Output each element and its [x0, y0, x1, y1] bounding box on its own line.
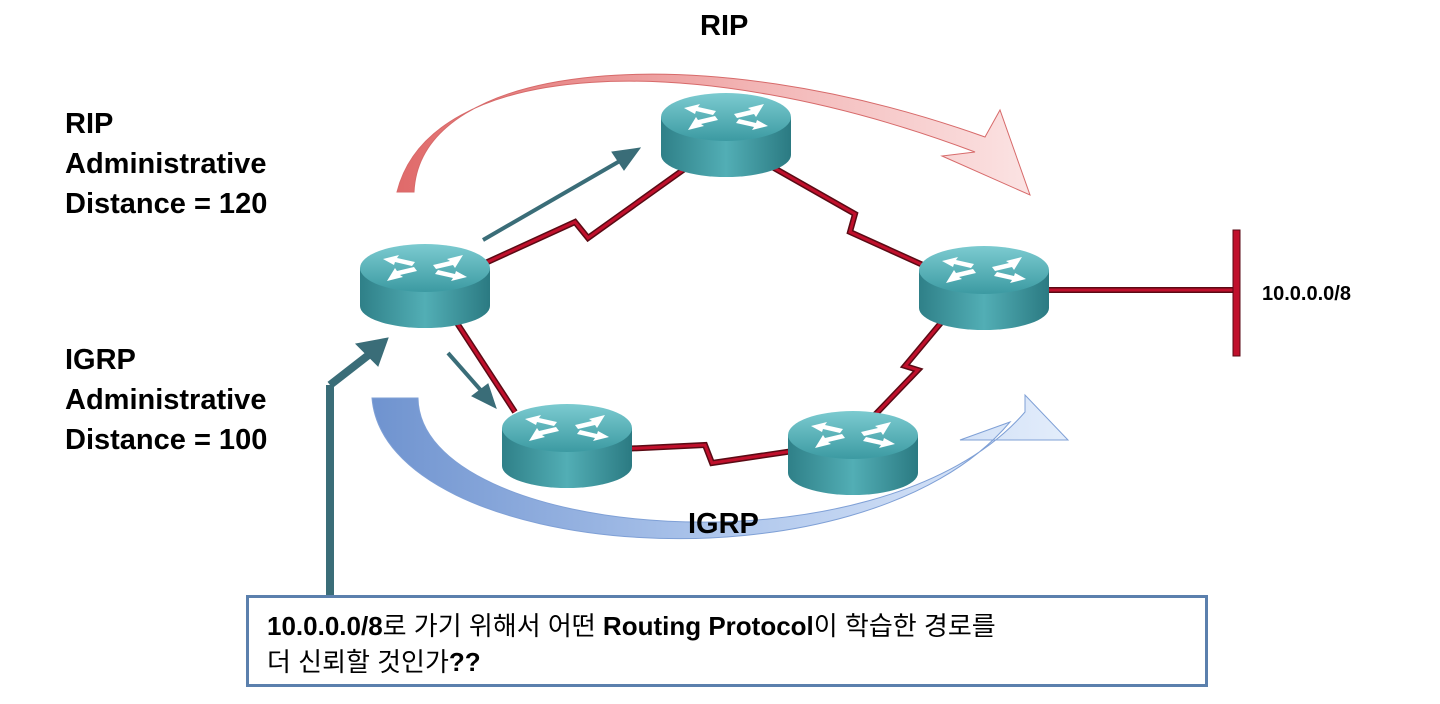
rip-ad-line: Distance = 120	[65, 188, 268, 220]
router-icon	[661, 93, 791, 177]
network-address-label: 10.0.0.0/8	[1262, 283, 1351, 305]
question-text: 이 학습한 경로를	[813, 611, 996, 641]
question-line-1: 10.0.0.0/8로 가기 위해서 어떤 Routing Protocol이 …	[267, 608, 1187, 644]
direction-arrows	[446, 147, 642, 409]
rip-ad-line: RIP	[65, 108, 114, 140]
question-end: ??	[448, 647, 481, 677]
question-protocol: Routing Protocol	[602, 611, 814, 641]
igrp-admin-distance-label: IGRP Administrative Distance = 100	[65, 340, 267, 460]
question-line-2: 더 신뢰할 것인가??	[267, 644, 1187, 680]
igrp-path-arrow	[371, 393, 1070, 540]
pointer-arrow	[326, 337, 389, 598]
question-box: 10.0.0.0/8로 가기 위해서 어떤 Routing Protocol이 …	[246, 595, 1208, 687]
router-icon	[919, 246, 1049, 330]
rip-path-arrow	[396, 73, 1031, 196]
router-icon	[502, 404, 632, 488]
network-segment	[1232, 229, 1241, 357]
rip-path-label: RIP	[700, 10, 749, 42]
question-prefix: 10.0.0.0/8	[267, 611, 383, 641]
igrp-path-label: IGRP	[688, 508, 759, 540]
igrp-ad-line: Distance = 100	[65, 424, 268, 456]
router-icon	[360, 244, 490, 328]
question-text: 로 가기 위해서 어떤	[382, 611, 603, 641]
rip-ad-line: Administrative	[65, 148, 267, 180]
igrp-ad-line: IGRP	[65, 344, 136, 376]
igrp-ad-line: Administrative	[65, 384, 267, 416]
router-icon	[788, 411, 918, 495]
rip-admin-distance-label: RIP Administrative Distance = 120	[65, 104, 267, 224]
question-text: 더 신뢰할 것인가	[267, 647, 449, 677]
